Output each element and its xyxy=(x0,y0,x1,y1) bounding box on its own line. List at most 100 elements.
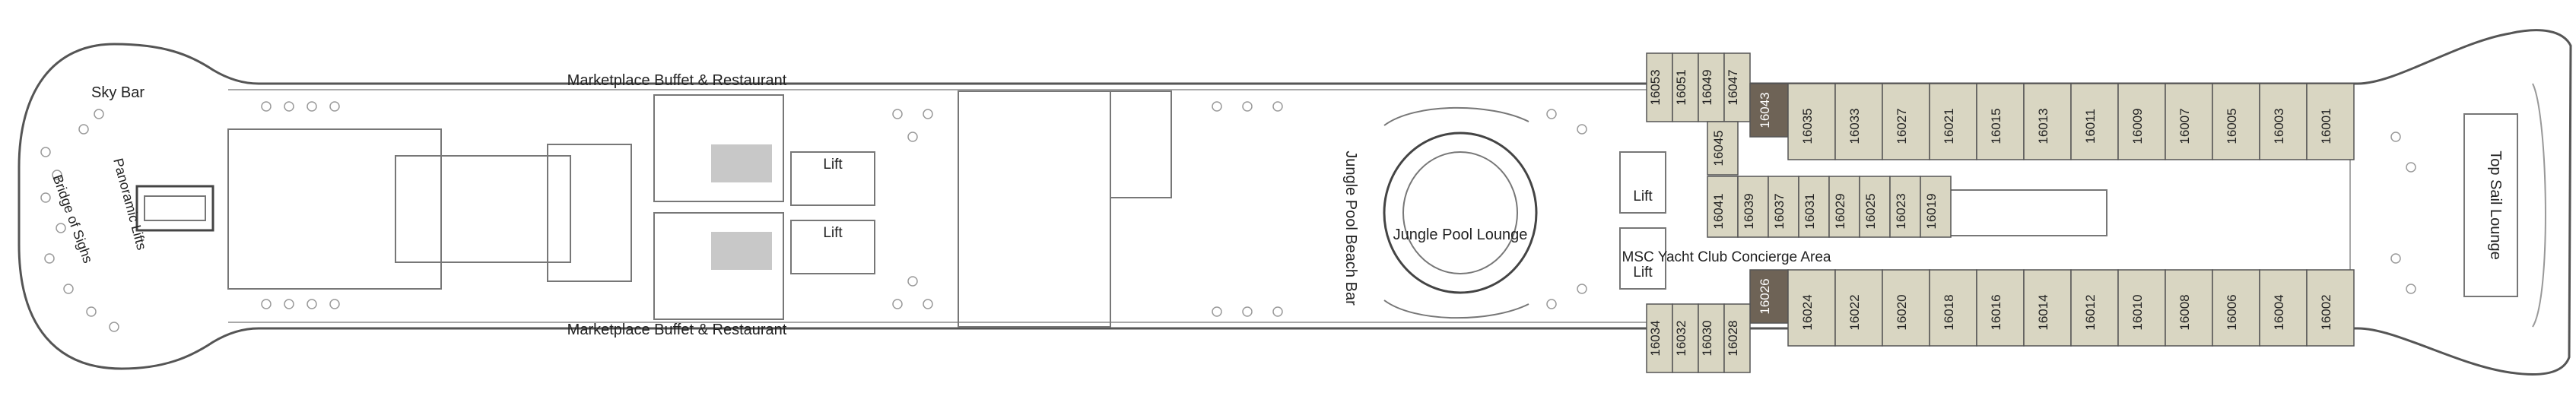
furniture-seat-31 xyxy=(1577,124,1587,135)
cabin-label-16026: 16026 xyxy=(1758,278,1772,314)
furniture-seat-10 xyxy=(261,101,272,112)
cabin-16015 xyxy=(1976,83,2025,160)
label-sky-bar: Sky Bar xyxy=(91,84,145,101)
cabin-16028 xyxy=(1723,303,1751,373)
cabin-label-16033: 16033 xyxy=(1847,108,1862,144)
furniture-seat-16 xyxy=(307,299,317,309)
bow-rail xyxy=(2532,83,2546,328)
furniture-layer xyxy=(40,101,2416,332)
cabin-16026 xyxy=(1749,269,1789,324)
cabin-16034 xyxy=(1646,303,1673,373)
cabin-label-16029: 16029 xyxy=(1833,193,1847,229)
cabins-bottom-outer-aft: 16034 16032 16030 16028 xyxy=(1646,303,1751,373)
furniture-seat-1 xyxy=(52,170,62,180)
furniture-seat-35 xyxy=(2406,162,2416,173)
aft-bridge-structure xyxy=(135,185,214,232)
furniture-seat-2 xyxy=(40,192,51,203)
cabin-16018 xyxy=(1929,269,1977,347)
cabin-16014 xyxy=(2023,269,2072,347)
marketplace-counter-bottom xyxy=(711,232,772,270)
furniture-seat-13 xyxy=(329,101,340,112)
furniture-seat-6 xyxy=(86,306,97,317)
cabin-16030 xyxy=(1698,303,1725,373)
furniture-seat-11 xyxy=(284,101,294,112)
cabin-16024 xyxy=(1787,269,1836,347)
furniture-seat-15 xyxy=(284,299,294,309)
furniture-seat-33 xyxy=(1577,284,1587,294)
furniture-seat-28 xyxy=(1242,306,1253,317)
furniture-seat-21 xyxy=(892,299,903,309)
cabin-label-16031: 16031 xyxy=(1803,193,1817,229)
cabin-label-16039: 16039 xyxy=(1742,193,1756,229)
cabin-label-16051: 16051 xyxy=(1674,69,1688,105)
aft-room-1 xyxy=(227,128,442,290)
cabin-label-16003: 16003 xyxy=(2272,108,2286,144)
label-jungle-pool-beach-bar: Jungle Pool Beach Bar xyxy=(1342,151,1359,306)
cabin-label-16019: 16019 xyxy=(1924,193,1939,229)
furniture-seat-25 xyxy=(1242,101,1253,112)
furniture-seat-14 xyxy=(261,299,272,309)
cabin-label-16018: 16018 xyxy=(1942,294,1956,330)
cabin-16031 xyxy=(1798,176,1830,238)
cabin-label-16023: 16023 xyxy=(1894,193,1908,229)
label-lift-3: Lift xyxy=(1633,189,1653,204)
cabin-label-16043: 16043 xyxy=(1758,92,1772,128)
yacht-lift-top xyxy=(1619,151,1666,214)
cabin-label-16049: 16049 xyxy=(1700,69,1714,105)
cabin-16013 xyxy=(2023,83,2072,160)
furniture-seat-37 xyxy=(2406,284,2416,294)
cabins-top-outer-aft: 16053 16051 16049 16047 xyxy=(1646,52,1751,122)
pool-deck-curve-top xyxy=(1383,106,1529,126)
aft-room-2 xyxy=(395,155,571,263)
furniture-seat-22 xyxy=(907,276,918,287)
cabin-label-16002: 16002 xyxy=(2319,294,2333,330)
cabin-label-16028: 16028 xyxy=(1726,320,1740,356)
cabin-label-16041: 16041 xyxy=(1711,193,1726,229)
marketplace-block-top xyxy=(653,94,784,202)
cabin-label-16021: 16021 xyxy=(1942,108,1956,144)
cabin-label-16035: 16035 xyxy=(1800,108,1815,144)
cabin-16045 xyxy=(1707,121,1739,176)
cabin-label-16045: 16045 xyxy=(1711,130,1726,166)
furniture-seat-12 xyxy=(307,101,317,112)
furniture-seat-30 xyxy=(1546,109,1557,119)
cabin-16016 xyxy=(1976,269,2025,347)
cabin-label-16006: 16006 xyxy=(2225,294,2239,330)
cabin-label-16027: 16027 xyxy=(1895,108,1909,144)
cabin-16039 xyxy=(1737,176,1769,238)
cabin-16007 xyxy=(2165,83,2213,160)
aft-room-3 xyxy=(547,144,632,282)
label-lift-1: Lift xyxy=(823,157,843,173)
galley-block xyxy=(958,90,1111,328)
furniture-seat-3 xyxy=(56,223,66,233)
label-marketplace-top: Marketplace Buffet & Restaurant xyxy=(567,72,787,89)
cabin-label-16011: 16011 xyxy=(2083,109,2098,144)
cabin-label-16047: 16047 xyxy=(1726,69,1740,105)
label-marketplace-bottom: Marketplace Buffet & Restaurant xyxy=(567,322,787,338)
cabin-label-16001: 16001 xyxy=(2319,108,2333,144)
label-concierge: MSC Yacht Club Concierge Area xyxy=(1622,249,1831,265)
cabin-16049 xyxy=(1698,52,1725,122)
furniture-seat-0 xyxy=(40,147,51,157)
cabin-label-16010: 16010 xyxy=(2130,294,2145,330)
cabin-16029 xyxy=(1828,176,1860,238)
cabin-label-16008: 16008 xyxy=(2177,294,2192,330)
cabin-label-16053: 16053 xyxy=(1648,69,1663,105)
marketplace-counter-top xyxy=(711,144,772,182)
cabin-label-16005: 16005 xyxy=(2225,108,2239,144)
furniture-seat-34 xyxy=(2390,132,2401,142)
jungle-pool-ring xyxy=(1383,132,1538,294)
cabin-label-16009: 16009 xyxy=(2130,108,2145,144)
furniture-seat-4 xyxy=(44,253,55,264)
furniture-seat-26 xyxy=(1272,101,1283,112)
cabin-16008 xyxy=(2165,269,2213,347)
furniture-seat-29 xyxy=(1272,306,1283,317)
label-jungle-pool-lounge: Jungle Pool Lounge xyxy=(1393,227,1528,243)
galley-block-2 xyxy=(1110,90,1172,198)
yacht-lift-bottom xyxy=(1619,227,1666,290)
cabin-label-16013: 16013 xyxy=(2036,108,2050,144)
cabin-16027 xyxy=(1882,83,1930,160)
cabin-label-16014: 16014 xyxy=(2036,294,2050,330)
label-lift-4: Lift xyxy=(1633,265,1653,280)
